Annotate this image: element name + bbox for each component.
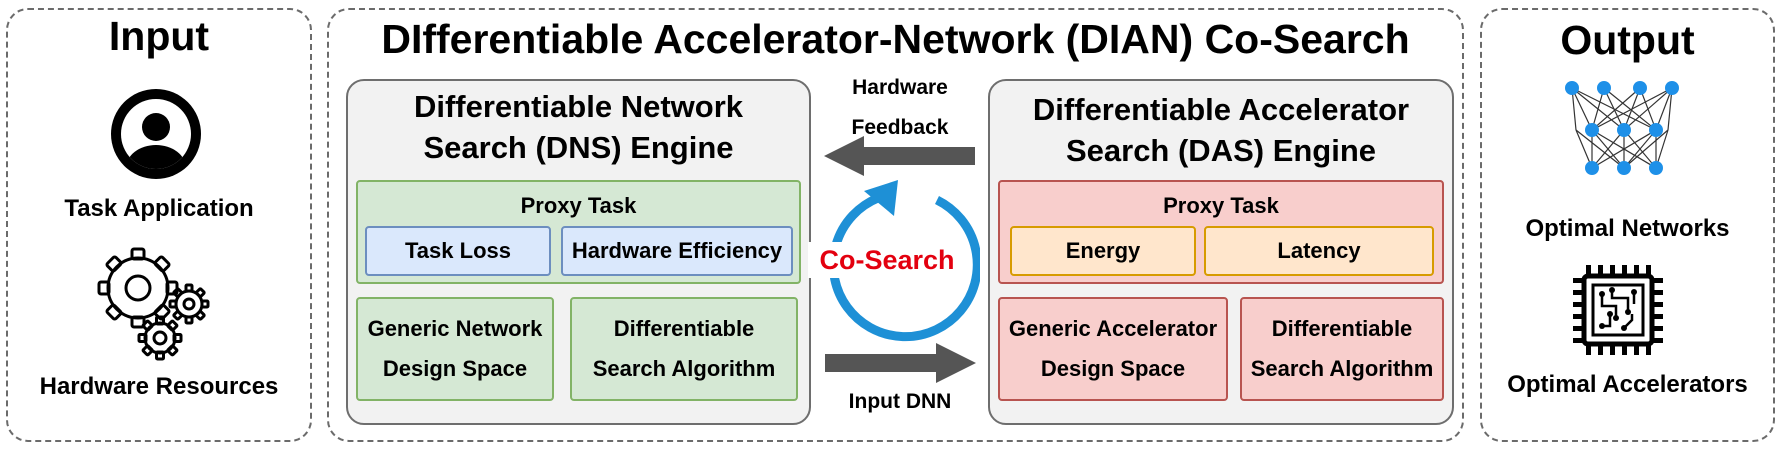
optimal-accelerators-label: Optimal Accelerators <box>1507 371 1748 399</box>
task-loss-box: Task Loss <box>365 226 551 276</box>
dns-engine-title: Differentiable Network Search (DNS) Engi… <box>346 86 811 168</box>
dns-search-algorithm-line1: Differentiable <box>613 316 755 341</box>
dns-proxy-task-label: Proxy Task <box>520 193 637 218</box>
hardware-feedback-line2: Feedback <box>851 116 949 139</box>
hardware-efficiency-box: Hardware Efficiency <box>561 226 793 276</box>
energy-box: Energy <box>1010 226 1196 276</box>
generic-network-line1: Generic Network <box>367 316 543 341</box>
chip-icon <box>1573 265 1663 355</box>
input-dnn-arrow <box>825 343 976 383</box>
das-search-algorithm-box: Differentiable Search Algorithm <box>1240 297 1444 401</box>
das-search-algorithm-line1: Differentiable <box>1271 316 1413 341</box>
generic-accelerator-line2: Design Space <box>1040 356 1186 381</box>
output-title: Output <box>1560 16 1695 63</box>
feedback-arrow <box>824 136 975 176</box>
generic-accelerator-line1: Generic Accelerator <box>1008 316 1218 341</box>
gears-icon <box>97 247 210 361</box>
hardware-feedback-line1: Hardware <box>852 76 948 99</box>
dns-search-algorithm-box: Differentiable Search Algorithm <box>570 297 798 401</box>
input-panel <box>6 8 312 442</box>
das-search-algorithm-line2: Search Algorithm <box>1250 356 1434 381</box>
task-application-label: Task Application <box>64 195 254 223</box>
cosearch-panel <box>327 8 1464 442</box>
cosearch-label: Co-Search <box>808 242 966 278</box>
das-engine-title-line1: Differentiable Accelerator <box>1032 92 1410 127</box>
dns-engine-title-line2: Search (DNS) Engine <box>423 130 734 165</box>
generic-network-line2: Design Space <box>382 356 528 381</box>
hardware-feedback-label: Hardware Feedback <box>820 68 980 148</box>
main-title: DIfferentiable Accelerator-Network (DIAN… <box>381 15 1410 62</box>
neural-network-icon <box>1565 81 1679 175</box>
generic-network-design-space-box: Generic Network Design Space <box>356 297 554 401</box>
optimal-networks-label: Optimal Networks <box>1525 215 1730 243</box>
user-icon <box>111 89 201 179</box>
das-engine-title-line2: Search (DAS) Engine <box>1065 133 1377 168</box>
hardware-resources-label: Hardware Resources <box>39 373 279 401</box>
das-proxy-task-label: Proxy Task <box>1163 193 1279 218</box>
generic-accelerator-design-space-box: Generic Accelerator Design Space <box>998 297 1228 401</box>
latency-box: Latency <box>1204 226 1434 276</box>
dns-search-algorithm-line2: Search Algorithm <box>592 356 776 381</box>
input-dnn-label: Input DNN <box>848 390 952 413</box>
cosearch-cycle-icon <box>828 180 980 342</box>
input-title: Input <box>108 12 210 59</box>
output-panel <box>1480 8 1775 442</box>
dns-engine-title-line1: Differentiable Network <box>413 89 743 124</box>
das-engine-title: Differentiable Accelerator Search (DAS) … <box>988 89 1454 171</box>
